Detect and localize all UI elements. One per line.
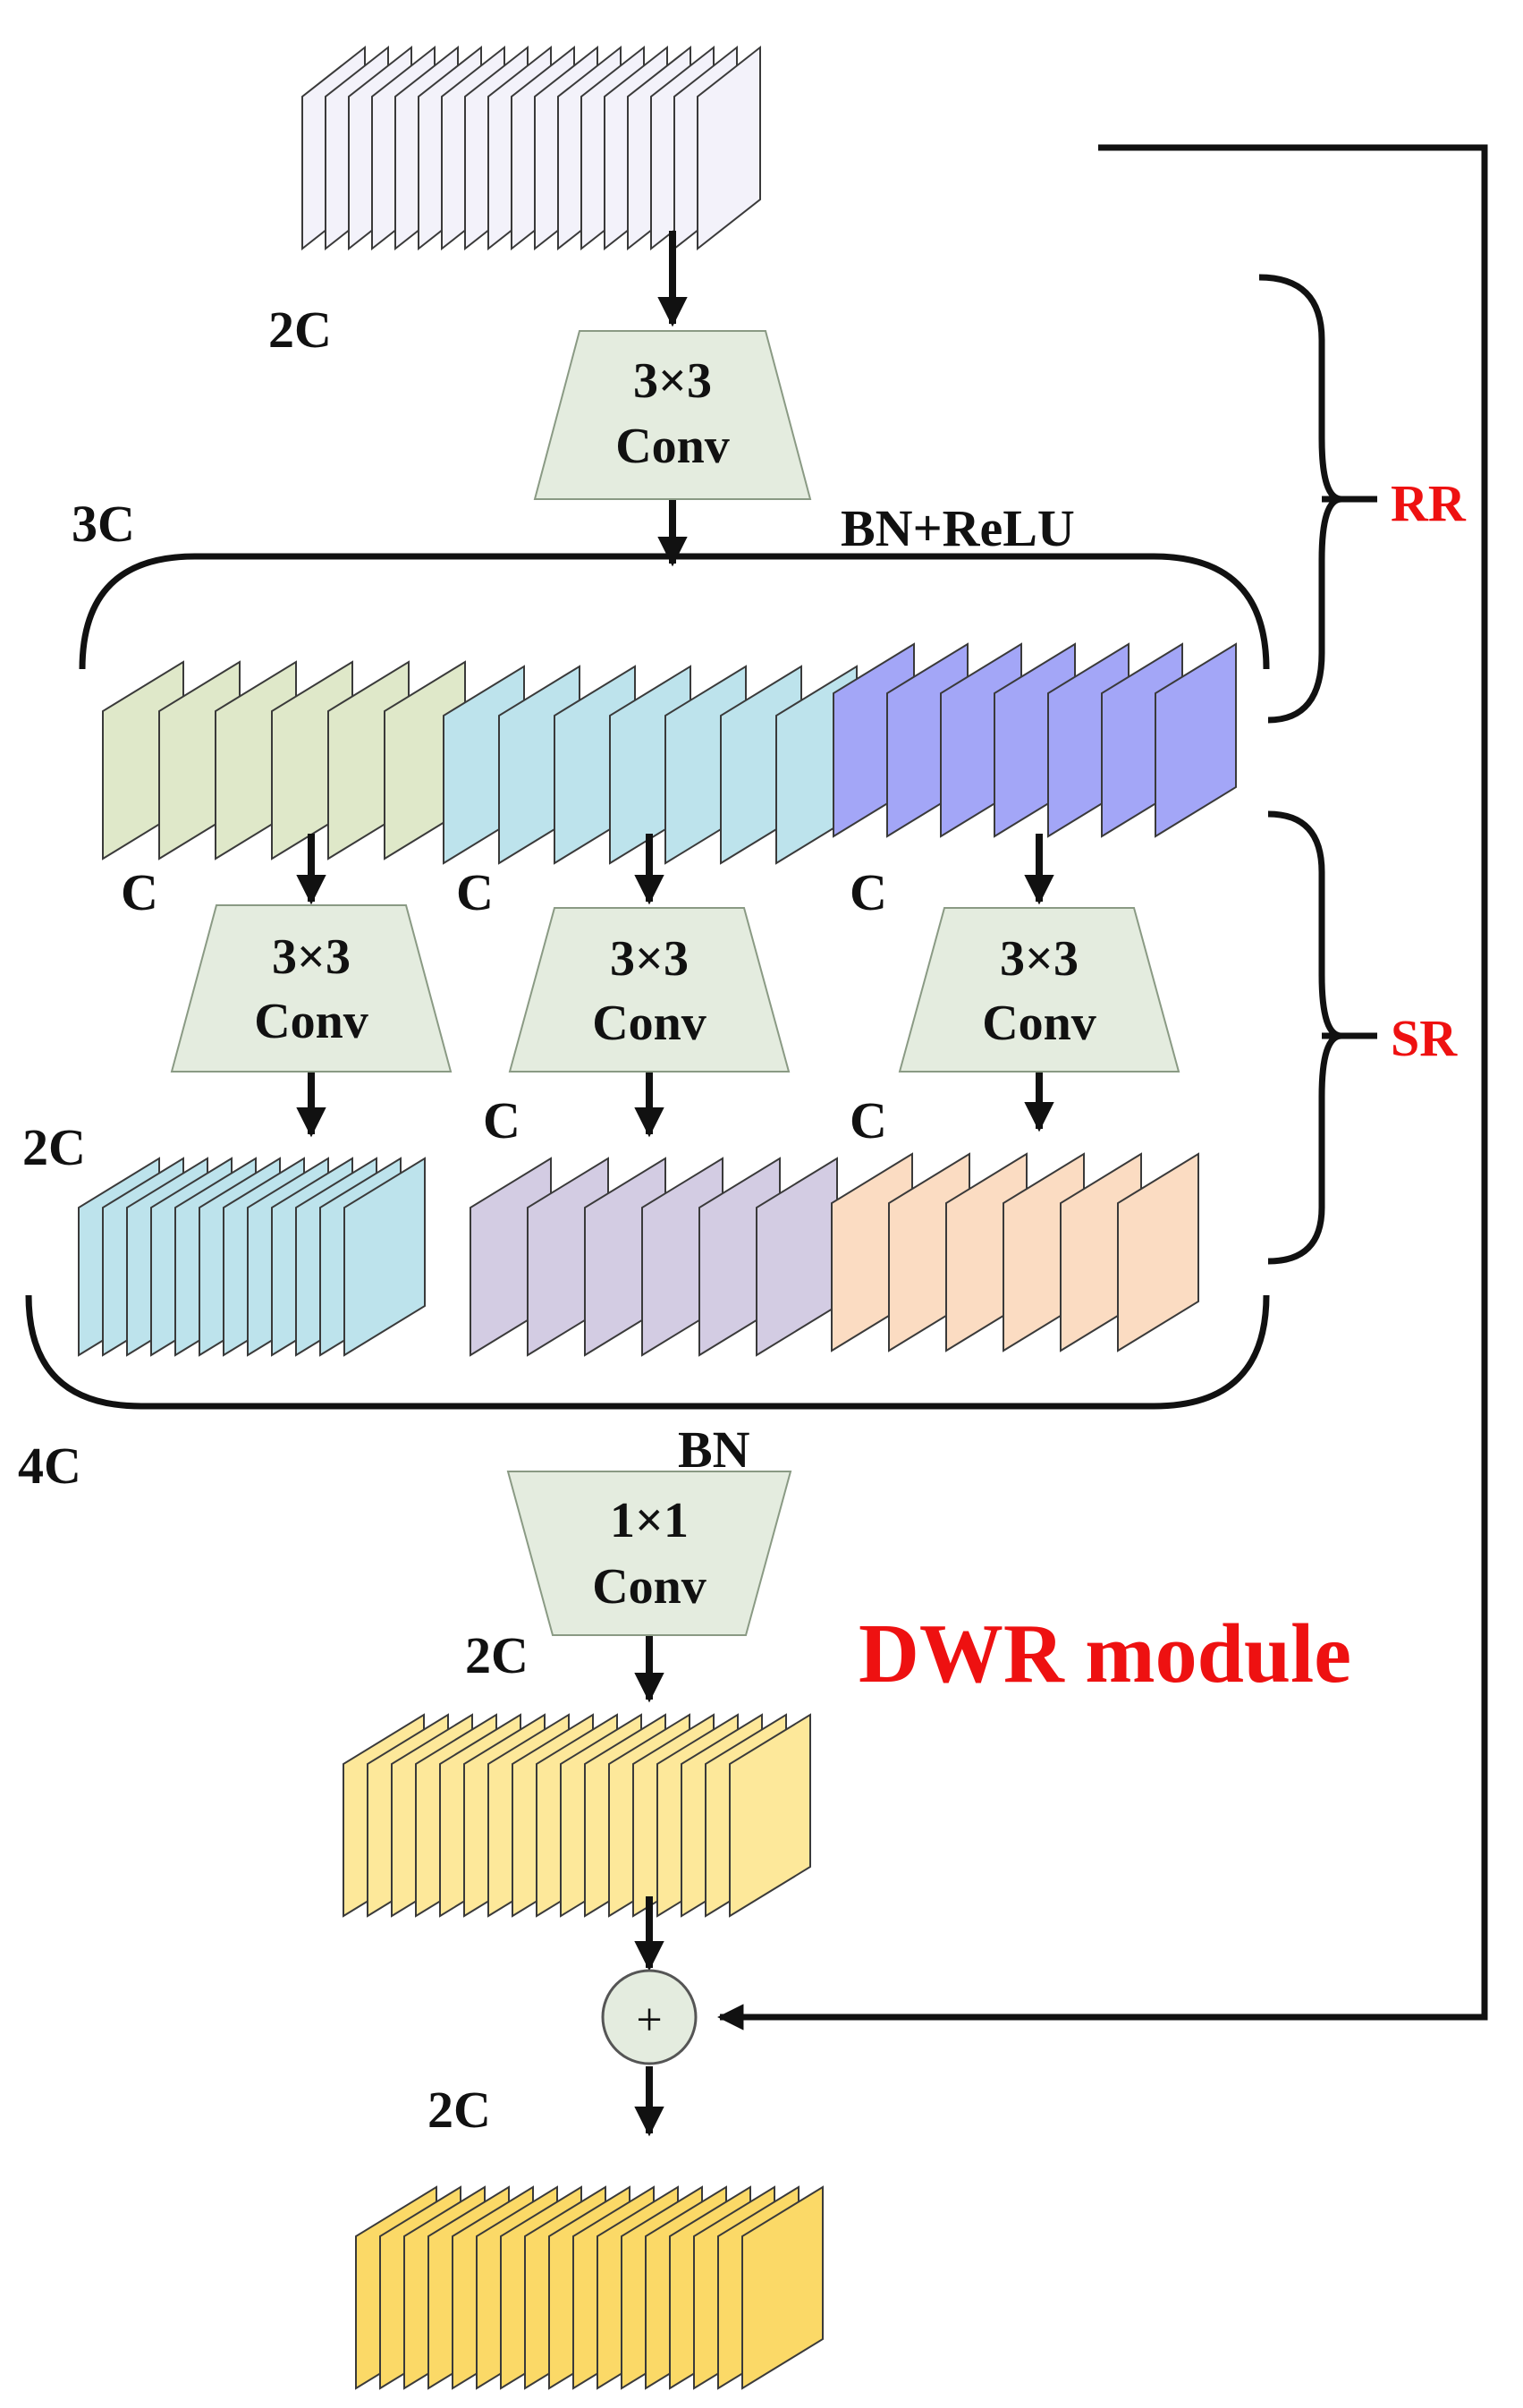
branch2-output-maps: [470, 1157, 838, 1357]
elementwise-add-node: +: [601, 1969, 698, 2065]
conv-branch1-line1: 3×3: [272, 929, 351, 985]
label-concat-channels: 3C: [72, 495, 135, 553]
label-sr: SR: [1391, 1009, 1458, 1067]
label-bn: BN: [678, 1420, 750, 1479]
branch1-feature-maps: [102, 660, 466, 861]
residual-skip-connection: [717, 144, 1488, 2031]
branch3-map-sheet: [1155, 642, 1237, 838]
conv-3x3-branch3: 3×3 Conv: [898, 907, 1180, 1073]
proj-map-sheet: [729, 1713, 811, 1918]
conv-3x3-branch2: 3×3 Conv: [508, 907, 791, 1073]
add-symbol: +: [636, 1995, 662, 2046]
conv-main-line1: 3×3: [633, 353, 712, 409]
label-output-channels: 2C: [427, 2081, 491, 2139]
conv-branch3-line2: Conv: [982, 996, 1096, 1051]
label-merged-channels: 4C: [18, 1437, 81, 1495]
conv-3x3-branch1: 3×3 Conv: [170, 904, 453, 1073]
diagram-title: DWR module: [859, 1607, 1351, 1700]
label-input-channels: 2C: [268, 301, 332, 359]
label-out1-channels: 2C: [22, 1118, 86, 1176]
label-branch3-channels: C: [850, 863, 887, 921]
projection-feature-maps: [343, 1713, 811, 1918]
bn-relu-group-top-bracket: [79, 553, 1270, 670]
conv-branch2-line2: Conv: [592, 996, 707, 1051]
conv-3x3-main: 3×3 Conv: [533, 330, 812, 500]
branch1-output-maps: [78, 1157, 426, 1357]
out2-map-sheet: [756, 1157, 838, 1357]
label-branch1-channels: C: [121, 863, 158, 921]
label-rr: RR: [1391, 474, 1467, 532]
input-map-sheet: [697, 45, 761, 251]
label-proj-channels: 2C: [465, 1626, 529, 1684]
input-feature-maps: [301, 45, 761, 251]
output-feature-maps: [355, 2185, 824, 2390]
out3-map-sheet: [1117, 1152, 1199, 1352]
branch3-output-maps: [831, 1152, 1199, 1352]
out1-map-sheet: [343, 1157, 426, 1357]
conv-1x1-line2: Conv: [592, 1559, 707, 1615]
branch3-feature-maps: [833, 642, 1237, 838]
output-map-sheet: [741, 2185, 824, 2390]
merge-group-bottom-bracket: [25, 1294, 1270, 1410]
conv-branch1-line2: Conv: [254, 994, 368, 1049]
branch2-feature-maps: [443, 665, 858, 865]
conv-branch3-line1: 3×3: [1000, 931, 1079, 987]
conv-main-line2: Conv: [615, 419, 730, 474]
label-out2-channels: C: [483, 1091, 520, 1149]
label-bn-relu: BN+ReLU: [841, 499, 1075, 557]
conv-1x1-line1: 1×1: [610, 1493, 689, 1548]
label-branch2-channels: C: [456, 863, 494, 921]
conv-branch2-line1: 3×3: [610, 931, 689, 987]
conv-1x1: 1×1 Conv: [506, 1471, 792, 1636]
label-out3-channels: C: [850, 1091, 887, 1149]
